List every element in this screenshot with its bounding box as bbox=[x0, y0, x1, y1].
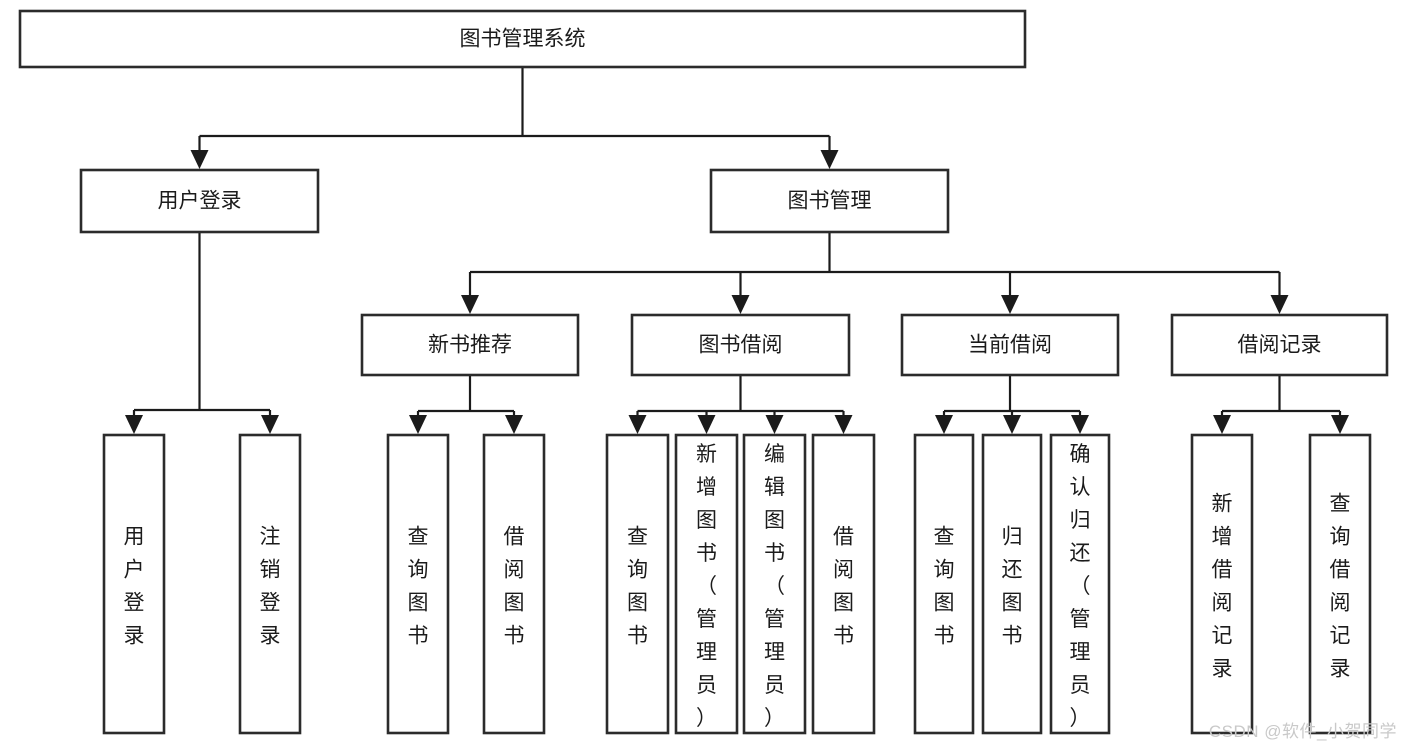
arrow-head-icon bbox=[190, 150, 209, 169]
node-leaf-7[interactable]: 借阅图书 bbox=[811, 433, 876, 735]
node-l2-1[interactable]: 图书管理 bbox=[709, 168, 950, 234]
node-l3-3[interactable]: 借阅记录 bbox=[1170, 313, 1389, 377]
node-l3-1[interactable]: 图书借阅 bbox=[630, 313, 851, 377]
arrow-head-icon bbox=[1331, 415, 1349, 434]
arrow-head-icon bbox=[1003, 415, 1021, 434]
node-leaf-6[interactable]: 编辑图书（管理员） bbox=[742, 433, 807, 735]
arrow-head-icon bbox=[505, 415, 523, 434]
arrow-head-icon bbox=[409, 415, 427, 434]
node-label: 查询图书 bbox=[408, 526, 429, 648]
arrow-head-icon bbox=[1071, 415, 1089, 434]
arrow-head-icon bbox=[1213, 415, 1231, 434]
node-box-用户登录[interactable] bbox=[102, 433, 166, 735]
node-leaf-12[interactable]: 查询借阅记录 bbox=[1308, 433, 1372, 735]
node-box-图书管理系统[interactable] bbox=[18, 9, 1027, 69]
node-label: 当前借阅 bbox=[968, 334, 1052, 357]
connectors-layer bbox=[125, 67, 1349, 434]
node-leaf-10[interactable]: 确认归还（管理员） bbox=[1049, 433, 1111, 735]
node-box-用户登录[interactable] bbox=[79, 168, 320, 234]
csdn-watermark: CSDN @软件_小贺同学 bbox=[1208, 722, 1397, 741]
node-label: 查询借阅记录 bbox=[1330, 493, 1351, 681]
node-box-查询图书[interactable] bbox=[605, 433, 670, 735]
node-label: 查询图书 bbox=[934, 526, 955, 648]
node-leaf-4[interactable]: 查询图书 bbox=[605, 433, 670, 735]
node-root-0[interactable]: 图书管理系统 bbox=[18, 9, 1027, 69]
node-box-编辑图书管理员[interactable] bbox=[742, 433, 807, 735]
node-leaf-1[interactable]: 注销登录 bbox=[238, 433, 302, 735]
arrow-head-icon bbox=[461, 295, 479, 314]
node-box-图书借阅[interactable] bbox=[630, 313, 851, 377]
node-label: 新增借阅记录 bbox=[1212, 493, 1233, 681]
node-label: 图书借阅 bbox=[699, 334, 783, 357]
node-label: 用户登录 bbox=[158, 190, 242, 213]
node-leaf-11[interactable]: 新增借阅记录 bbox=[1190, 433, 1254, 735]
node-label: 借阅图书 bbox=[504, 526, 525, 648]
node-leaf-9[interactable]: 归还图书 bbox=[981, 433, 1043, 735]
arrow-head-icon bbox=[731, 295, 750, 314]
node-label: 借阅图书 bbox=[833, 526, 854, 648]
node-box-借阅图书[interactable] bbox=[482, 433, 546, 735]
node-label: 确认归还（管理员） bbox=[1070, 443, 1091, 730]
node-label: 新书推荐 bbox=[428, 334, 512, 357]
arrow-head-icon bbox=[125, 415, 143, 434]
node-box-借阅图书[interactable] bbox=[811, 433, 876, 735]
node-label: 借阅记录 bbox=[1238, 334, 1322, 357]
arrow-head-icon bbox=[1001, 295, 1019, 314]
node-box-查询图书[interactable] bbox=[386, 433, 450, 735]
arrow-head-icon bbox=[1270, 295, 1289, 314]
node-l3-2[interactable]: 当前借阅 bbox=[900, 313, 1120, 377]
node-box-图书管理[interactable] bbox=[709, 168, 950, 234]
node-label: 新增图书（管理员） bbox=[696, 443, 717, 730]
node-box-注销登录[interactable] bbox=[238, 433, 302, 735]
node-box-新增借阅记录[interactable] bbox=[1190, 433, 1254, 735]
arrow-head-icon bbox=[697, 415, 716, 434]
node-leaf-3[interactable]: 借阅图书 bbox=[482, 433, 546, 735]
node-leaf-2[interactable]: 查询图书 bbox=[386, 433, 450, 735]
node-label: 注销登录 bbox=[260, 526, 281, 648]
node-label: 查询图书 bbox=[627, 526, 648, 648]
node-box-新增图书管理员[interactable] bbox=[674, 433, 739, 735]
arrow-head-icon bbox=[820, 150, 839, 169]
arrow-head-icon bbox=[765, 415, 784, 434]
node-box-借阅记录[interactable] bbox=[1170, 313, 1389, 377]
node-box-归还图书[interactable] bbox=[981, 433, 1043, 735]
node-label: 图书管理 bbox=[788, 190, 872, 213]
node-leaf-5[interactable]: 新增图书（管理员） bbox=[674, 433, 739, 735]
node-box-查询图书[interactable] bbox=[913, 433, 975, 735]
node-l3-0[interactable]: 新书推荐 bbox=[360, 313, 580, 377]
node-box-查询借阅记录[interactable] bbox=[1308, 433, 1372, 735]
node-leaf-8[interactable]: 查询图书 bbox=[913, 433, 975, 735]
nodes-layer: 图书管理系统用户登录图书管理新书推荐图书借阅当前借阅借阅记录用户登录注销登录查询… bbox=[18, 9, 1389, 735]
arrow-head-icon bbox=[834, 415, 853, 434]
node-label: 用户登录 bbox=[124, 526, 145, 648]
node-box-确认归还管理员[interactable] bbox=[1049, 433, 1111, 735]
node-leaf-0[interactable]: 用户登录 bbox=[102, 433, 166, 735]
node-box-新书推荐[interactable] bbox=[360, 313, 580, 377]
node-l2-0[interactable]: 用户登录 bbox=[79, 168, 320, 234]
node-label: 图书管理系统 bbox=[460, 28, 586, 51]
arrow-head-icon bbox=[628, 415, 647, 434]
node-label: 归还图书 bbox=[1002, 526, 1023, 648]
arrow-head-icon bbox=[935, 415, 953, 434]
arrow-head-icon bbox=[261, 415, 279, 434]
node-label: 编辑图书（管理员） bbox=[764, 443, 785, 730]
node-box-当前借阅[interactable] bbox=[900, 313, 1120, 377]
